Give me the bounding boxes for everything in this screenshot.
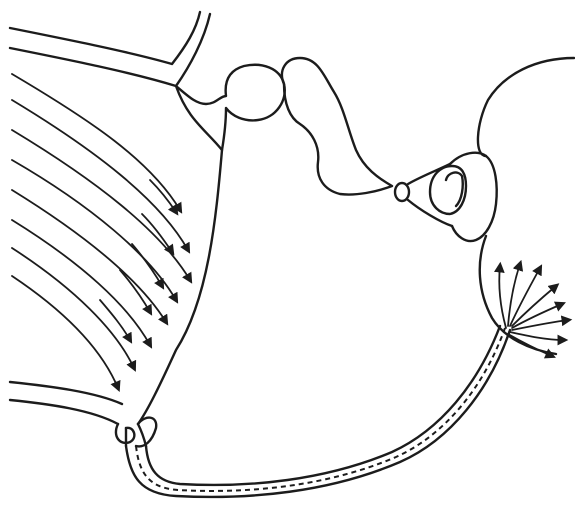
fibre-arrow <box>512 286 556 326</box>
fibre-arrow <box>499 266 506 328</box>
flow-lines <box>12 74 190 388</box>
fibre-arrow <box>512 320 568 330</box>
hook-appendage <box>282 58 392 195</box>
rounded-knob <box>176 65 285 150</box>
cup-body <box>430 153 497 241</box>
upper-wall <box>10 12 210 86</box>
fibre-arrow <box>508 334 552 356</box>
small-ring <box>395 164 452 226</box>
fibre-arrow <box>510 268 540 326</box>
funnel-membrane <box>138 86 222 424</box>
fold-pit <box>116 418 156 447</box>
flow-line <box>12 276 118 388</box>
lower-wall <box>10 382 122 424</box>
radiating-fibres <box>499 264 568 356</box>
large-sphere <box>478 58 574 354</box>
flow-line <box>12 130 190 280</box>
nerve-cord <box>126 326 510 497</box>
flow-line <box>12 74 180 210</box>
